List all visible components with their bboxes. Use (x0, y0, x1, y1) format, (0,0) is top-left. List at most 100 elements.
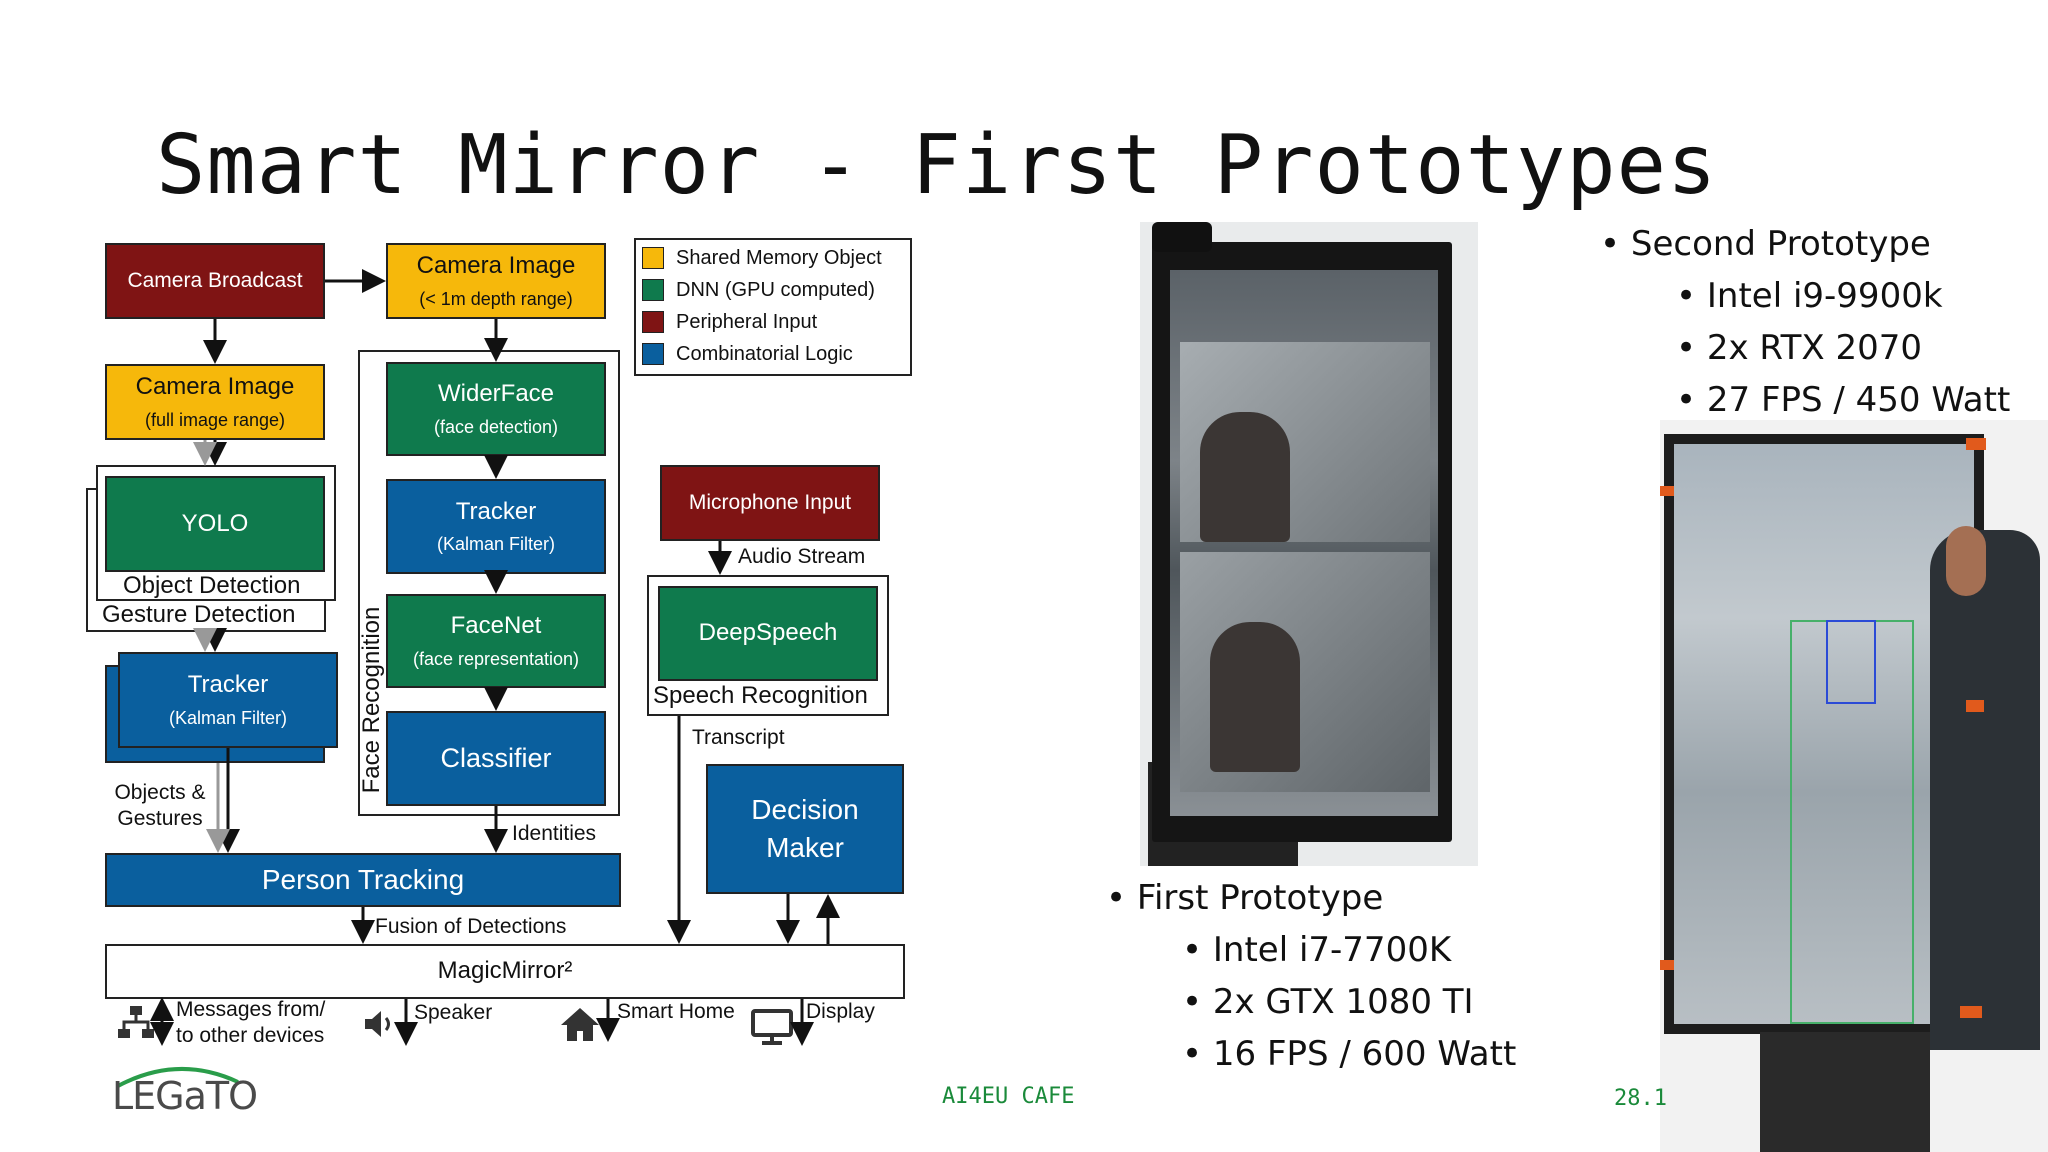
smart-home-label: Smart Home (617, 1000, 735, 1023)
node-sublabel: (Kalman Filter) (436, 534, 556, 555)
facenet-node: FaceNet (face representation) (386, 594, 606, 688)
legend-item-dnn: DNN (GPU computed) (642, 277, 875, 303)
node-label: WiderFace (437, 380, 555, 408)
stand (1760, 1032, 1930, 1152)
bullet-text: 2x GTX 1080 TI (1212, 982, 1474, 1022)
node-sublabel: (face representation) (412, 648, 580, 669)
second-prototype-item: • Intel i9-9900k (1676, 276, 1943, 316)
objects-gestures-label: Objects & Gestures (114, 781, 206, 830)
second-prototype-item: • 27 FPS / 450 Watt (1676, 380, 2010, 420)
marker-1 (1660, 486, 1674, 496)
bullet-dot: • (1676, 328, 1707, 368)
widerface-node: WiderFace (face detection) (386, 362, 606, 456)
magicmirror-node: MagicMirror² (105, 944, 905, 999)
second-prototype-heading: • Second Prototype (1600, 224, 1931, 264)
first-prototype-item: • Intel i7-7700K (1182, 930, 1451, 970)
bullet-dot: • (1676, 276, 1707, 316)
camera-broadcast-node: Camera Broadcast (105, 243, 325, 319)
decision-maker-node: Decision Maker (706, 764, 904, 894)
bullet-text: 2x RTX 2070 (1706, 328, 1922, 368)
slide-title: Smart Mirror - First Prototypes (156, 118, 1718, 213)
messages-label: Messages from/ to other devices (176, 998, 326, 1047)
first-prototype-photo (1140, 222, 1478, 866)
node-label: Tracker (455, 497, 537, 525)
first-prototype-item: • 2x GTX 1080 TI (1182, 982, 1474, 1022)
identities-label: Identities (512, 822, 597, 845)
marker-3 (1966, 700, 1984, 712)
bullet-text: 27 FPS / 450 Watt (1706, 380, 2011, 420)
person-tracking-node: Person Tracking (105, 853, 621, 907)
footer-center: AI4EU CAFE (942, 1084, 1075, 1109)
bullet-text: First Prototype (1136, 878, 1384, 918)
legend-swatch (642, 311, 664, 333)
mirror-screen (1674, 444, 1974, 1024)
second-prototype-item: • 2x RTX 2070 (1676, 328, 1922, 368)
camera-image-depth-node: Camera Image (< 1m depth range) (386, 243, 606, 319)
microphone-input-node: Microphone Input (660, 465, 880, 541)
node-label: Camera Image (416, 252, 576, 280)
tracker-right-node: Tracker (Kalman Filter) (386, 479, 606, 574)
bullet-text: Intel i9-9900k (1706, 276, 1943, 316)
home-icon (561, 1008, 599, 1041)
legend-swatch (642, 279, 664, 301)
legend-label: Shared Memory Object (676, 246, 882, 269)
first-prototype-heading: • First Prototype (1106, 878, 1383, 918)
person-body (1930, 530, 2040, 1050)
speech-recognition-label: Speech Recognition (653, 682, 868, 709)
legend-label: Peripheral Input (676, 310, 818, 333)
face-box (1826, 620, 1876, 704)
first-prototype-item: • 16 FPS / 600 Watt (1182, 1034, 1516, 1074)
node-sublabel: (face detection) (433, 416, 559, 437)
node-sublabel: (Kalman Filter) (168, 707, 288, 728)
footer-right: 28.1 (1614, 1086, 1667, 1111)
display-label: Display (806, 1000, 875, 1023)
node-label: Camera Image (135, 373, 295, 401)
legend-item-combinatorial: Combinatorial Logic (642, 341, 853, 367)
legend-swatch (642, 247, 664, 269)
person-reflection-2 (1210, 622, 1300, 772)
webcam (1152, 222, 1212, 252)
tracker-left-node: Tracker (Kalman Filter) (118, 652, 338, 748)
node-sublabel: (< 1m depth range) (419, 288, 573, 309)
legend-swatch (642, 343, 664, 365)
transcript-label: Transcript (692, 726, 785, 749)
deepspeech-node: DeepSpeech (658, 586, 878, 681)
bullet-dot: • (1182, 982, 1213, 1022)
network-icon (118, 1006, 154, 1038)
second-prototype-photo (1660, 420, 2048, 1152)
yolo-node: YOLO (105, 476, 325, 572)
node-sublabel: (full image range) (144, 409, 286, 430)
legend-item-shared-memory: Shared Memory Object (642, 245, 882, 271)
classifier-node: Classifier (386, 711, 606, 806)
legend (634, 238, 912, 376)
legend-label: Combinatorial Logic (676, 342, 853, 365)
bullet-text: 16 FPS / 600 Watt (1212, 1034, 1517, 1074)
person-reflection-1 (1200, 412, 1290, 542)
logo-arc (117, 1067, 239, 1088)
bullet-dot: • (1106, 878, 1137, 918)
speaker-icon (365, 1011, 390, 1037)
node-label: YOLO (181, 509, 249, 537)
camera-image-full-node: Camera Image (full image range) (105, 364, 325, 440)
legato-logo: LEGaTO (108, 1060, 258, 1130)
node-label: Camera Broadcast (127, 269, 303, 293)
node-label: Classifier (440, 743, 552, 774)
bullet-text: Second Prototype (1630, 224, 1931, 264)
bullet-dot: • (1182, 930, 1213, 970)
bullet-dot: • (1600, 224, 1631, 264)
node-label: Decision Maker (751, 794, 859, 863)
fusion-label: Fusion of Detections (375, 915, 567, 938)
node-label: DeepSpeech (698, 619, 838, 647)
gesture-detection-label: Gesture Detection (102, 601, 296, 628)
object-detection-label: Object Detection (123, 572, 301, 599)
bullet-dot: • (1676, 380, 1707, 420)
marker-4 (1660, 960, 1674, 970)
speaker-label: Speaker (414, 1001, 493, 1024)
audio-stream-label: Audio Stream (738, 545, 866, 568)
bullet-text: Intel i7-7700K (1212, 930, 1452, 970)
node-label: MagicMirror² (437, 957, 573, 985)
node-label: FaceNet (450, 612, 542, 640)
person-head (1946, 526, 1986, 596)
bullet-dot: • (1182, 1034, 1213, 1074)
